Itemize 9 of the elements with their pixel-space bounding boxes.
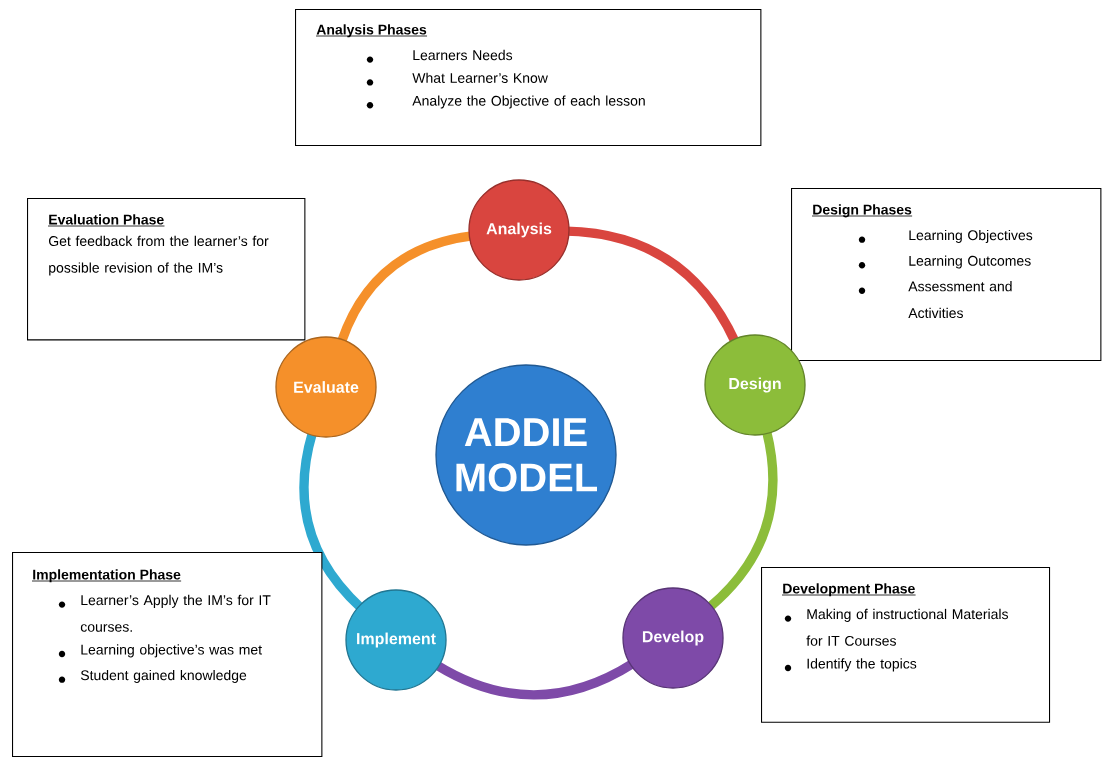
text-box: Evaluation Phase Get feedback from the learner’s for possible revision of the IM’s	[27, 198, 306, 341]
text-box: Implementation Phase Learner’s Apply the IM’s for IT courses. Learning objective’s was met Student gained knowledge	[12, 552, 323, 758]
text-box: Analysis Phases Learners Needs What Learner’s Know Analyze the Objective of each lesson	[295, 9, 762, 147]
ring-segment	[299, 431, 365, 612]
text-box: Design Phases Learning Objectives Learning Outcomes Assessment and Activities	[791, 188, 1102, 362]
text-box: Development Phase Making of instructional Materials for IT Courses Identify the topics	[761, 567, 1051, 723]
ring-segment	[706, 430, 778, 611]
ring-segment	[434, 659, 636, 700]
ring-segment	[566, 226, 740, 344]
